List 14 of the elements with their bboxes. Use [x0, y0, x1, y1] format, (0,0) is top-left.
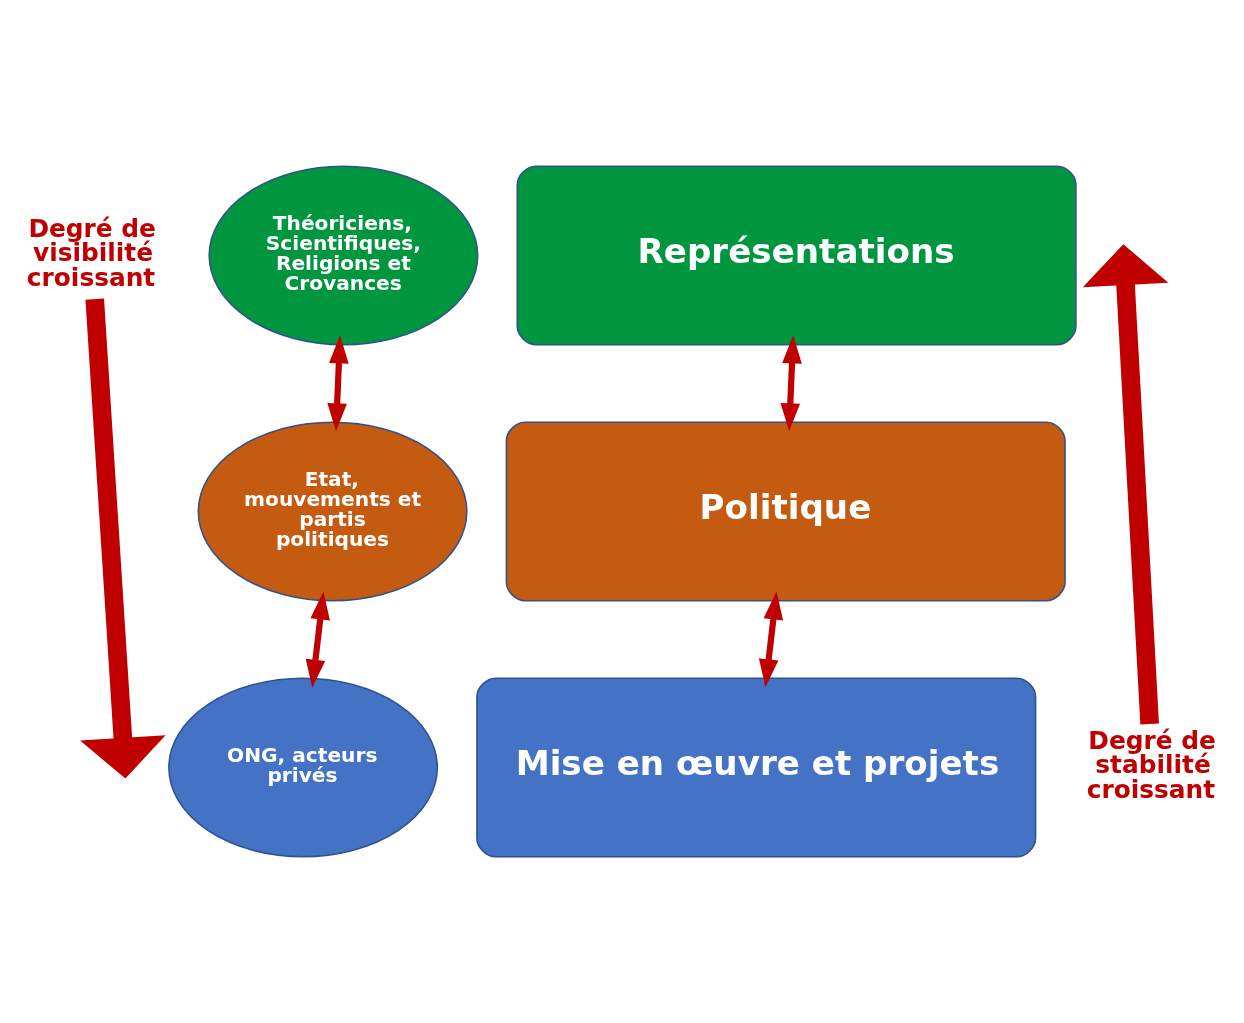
node-text: Degré de stabilité croissant	[1086, 725, 1216, 805]
arrow	[327, 335, 349, 432]
node-text: Degré de visibilité croissant	[26, 213, 156, 293]
node-ellipse: Théoriciens, Scientifiques, Religions et Crovances	[208, 165, 479, 346]
arrow	[780, 335, 802, 432]
node-ellipse: ONG, acteurs privés	[168, 677, 439, 858]
arrow	[758, 591, 784, 688]
node-box: Politique	[505, 421, 1066, 602]
node-ellipse: Etat, mouvements et partis politiques	[197, 421, 468, 602]
arrow	[305, 591, 330, 688]
node-box: Représentations	[516, 165, 1077, 346]
arrow	[1082, 244, 1169, 725]
node-box: Mise en œuvre et projets	[476, 677, 1037, 858]
arrow	[80, 298, 166, 779]
